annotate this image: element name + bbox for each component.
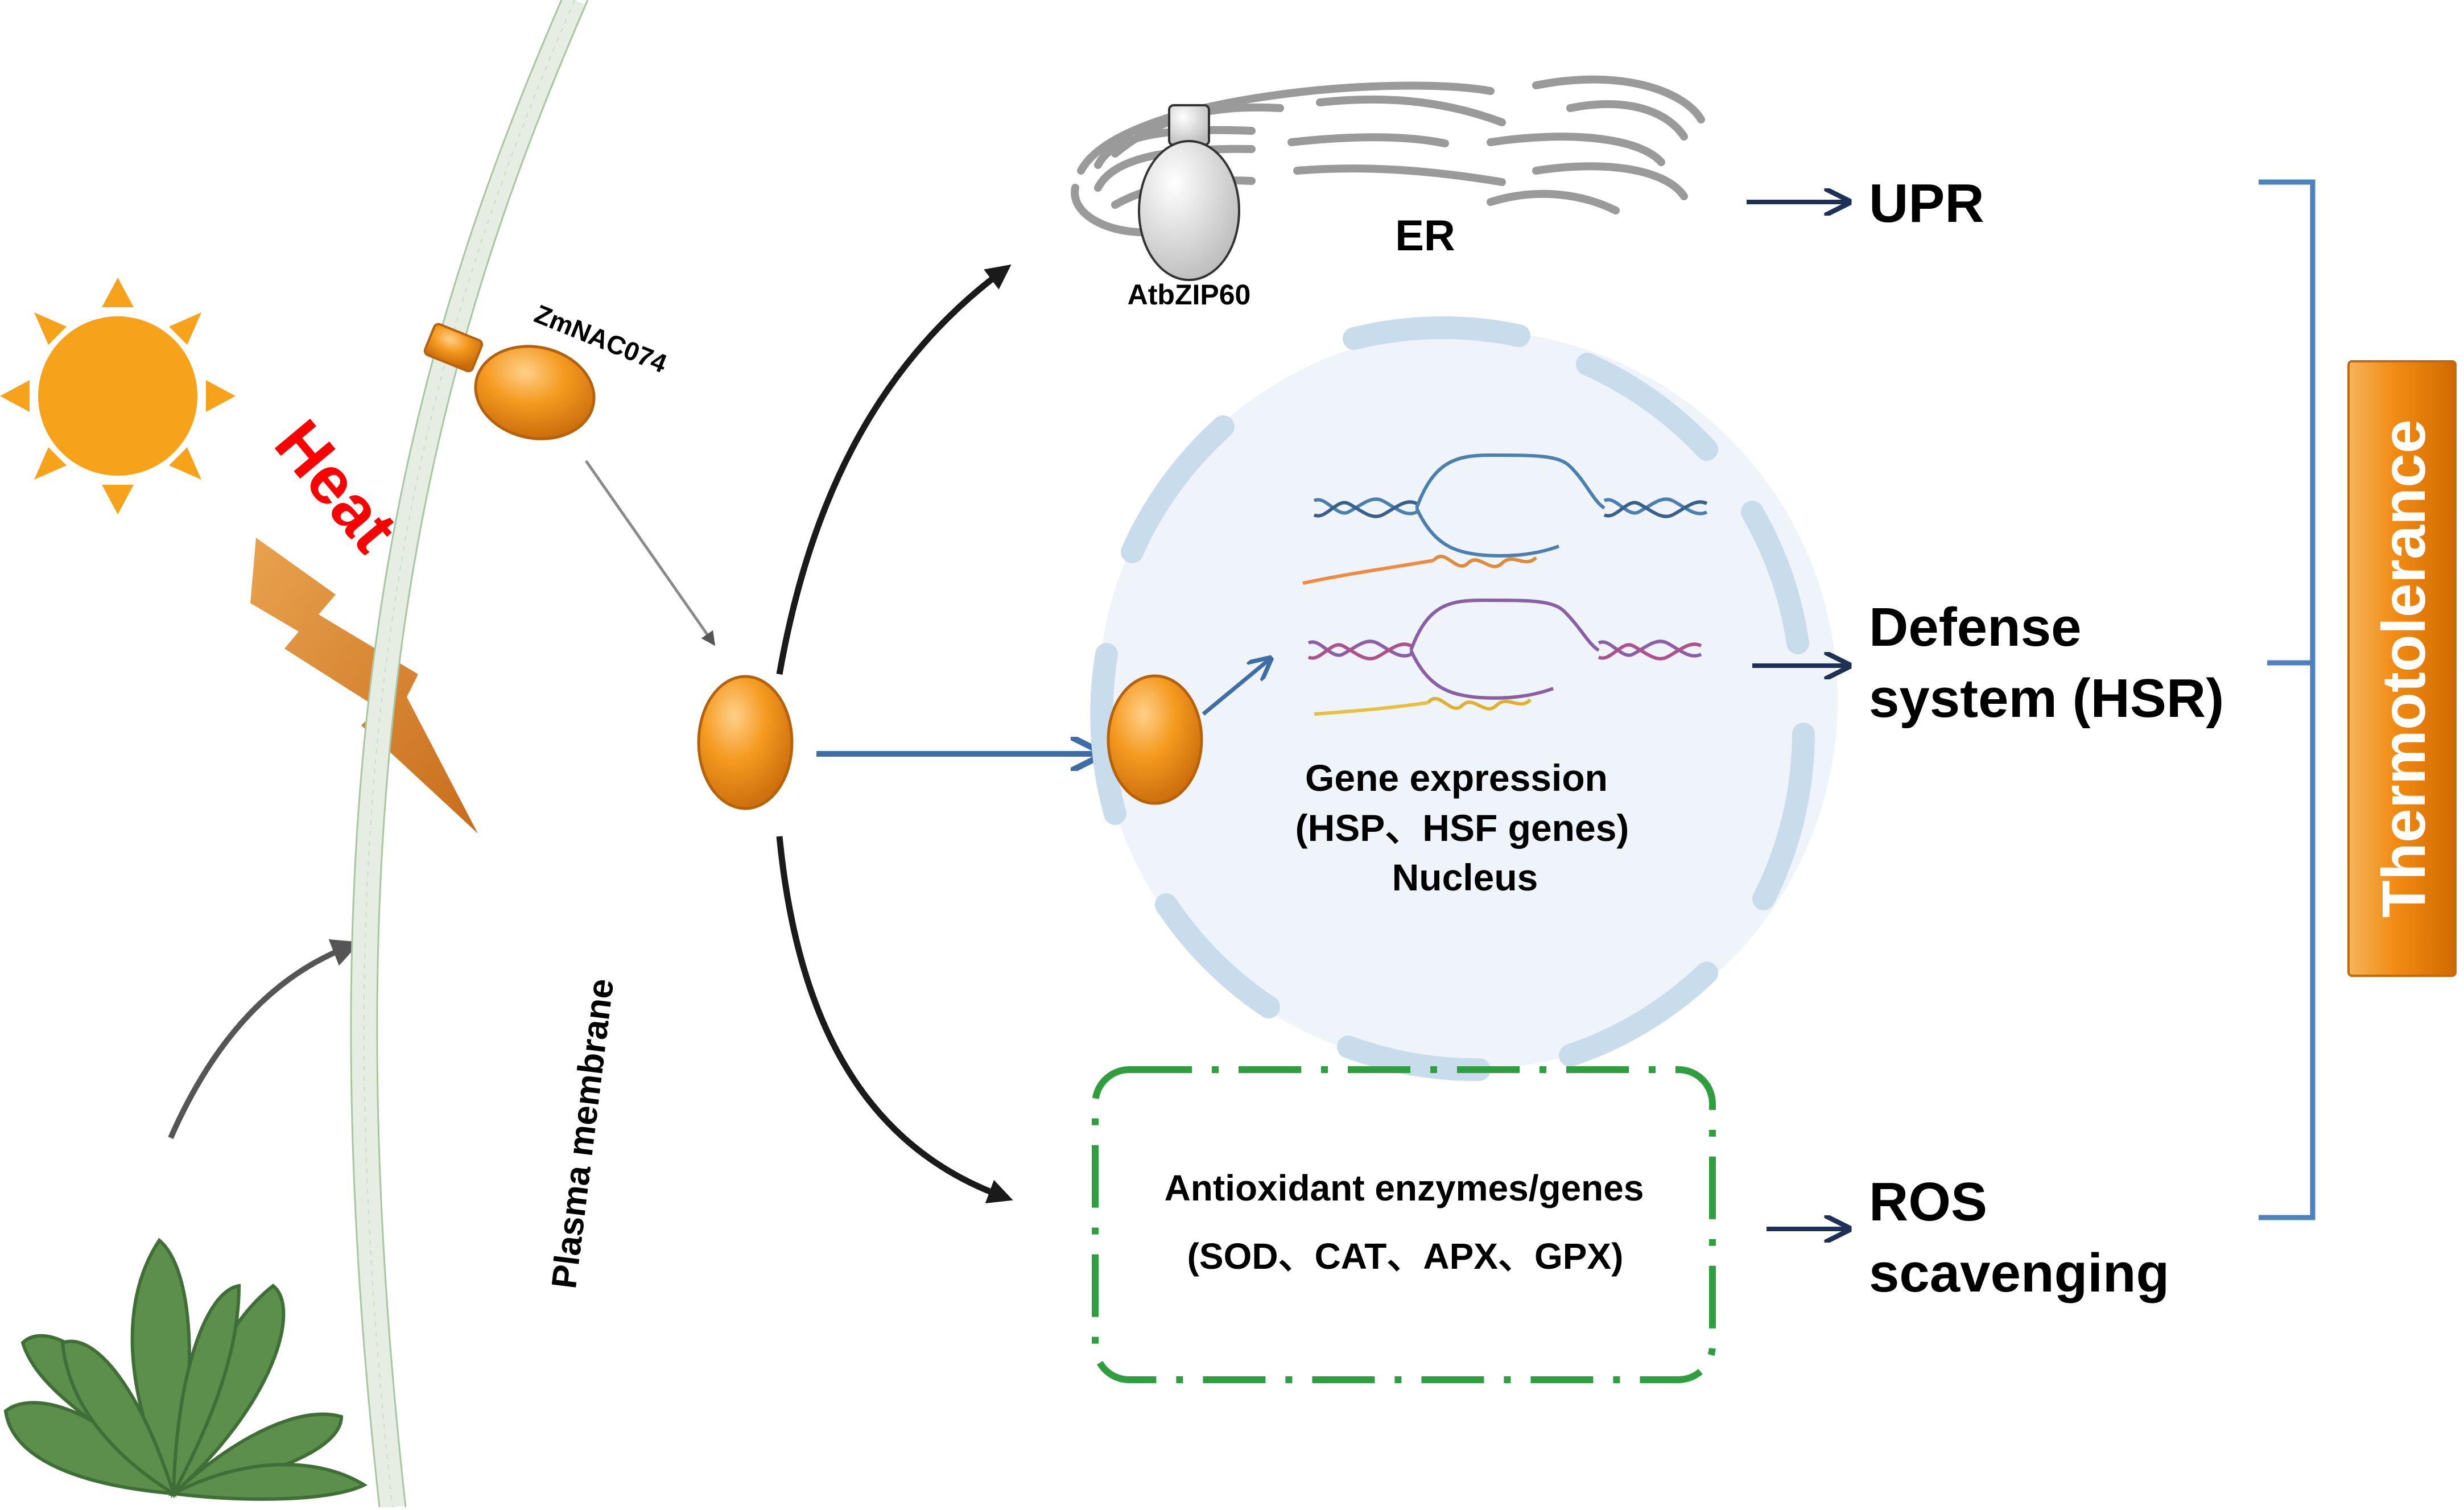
er-label: ER — [1395, 212, 1455, 260]
antioxidant-box — [1092, 1066, 1716, 1383]
zmnac074-released — [697, 675, 794, 810]
ros-label-line2: scavenging — [1869, 1243, 2169, 1303]
atbzip60-protein — [1138, 104, 1240, 281]
arrow-to-er — [776, 264, 1012, 675]
heat-label: Heat — [261, 406, 412, 566]
zmnac074-protein — [423, 323, 596, 440]
sun-icon — [0, 278, 236, 514]
dna-replication-bubble-upper — [1302, 453, 1708, 585]
lightning-bolt-icon — [250, 538, 478, 834]
dna-replication-bubble-lower — [1307, 598, 1702, 716]
ros-label-line1: ROS — [1869, 1171, 1987, 1232]
upr-label: UPR — [1869, 173, 1984, 234]
release-arrow — [584, 460, 716, 646]
nucleus-label: Nucleus — [1392, 856, 1538, 898]
plasma-membrane-label: Plasma membrane — [544, 976, 621, 1290]
nucleus — [1098, 330, 1838, 1070]
outcome-bracket — [2259, 179, 2316, 1220]
arrow-to-antioxidant — [776, 836, 1013, 1204]
nuclear-envelope — [1090, 316, 1815, 1082]
atbzip60-label: AtbZIP60 — [1128, 279, 1251, 311]
endoplasmic-reticulum — [1071, 75, 1705, 237]
thermotolerance-label: Thermotolerance — [2369, 419, 2438, 918]
hsp-hsf-genes-label: (HSP、HSF genes) — [1295, 807, 1629, 849]
gene-expression-label: Gene expression — [1305, 757, 1608, 799]
plant-icon — [3, 1237, 368, 1501]
antioxidant-label-line1: Antioxidant enzymes/genes — [1165, 1167, 1644, 1208]
antioxidant-label-line2: (SOD、CAT、APX、GPX) — [1187, 1236, 1624, 1277]
zmnac074-nuclear — [1107, 674, 1203, 805]
defense-label-line1: Defense — [1869, 597, 2082, 658]
plant-to-membrane-arrow — [168, 939, 361, 1140]
activation-arrow — [1202, 660, 1269, 716]
plasma-membrane — [350, 0, 589, 1509]
thermotolerance-box — [2347, 360, 2457, 977]
defense-label-line2: system (HSR) — [1869, 668, 2224, 729]
